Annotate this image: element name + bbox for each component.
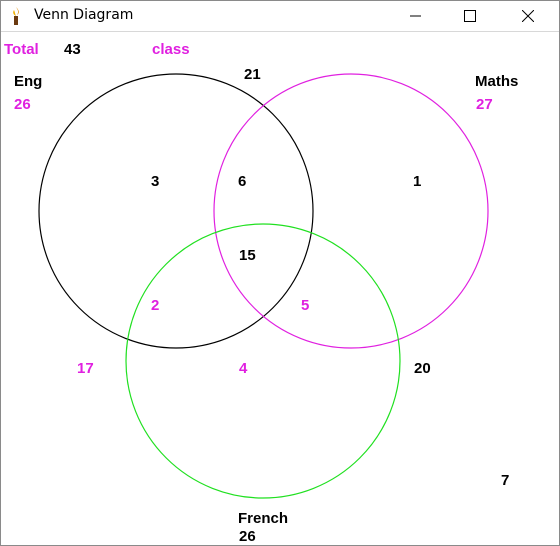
total-value: 43 [64, 41, 81, 58]
region-eng-french: 2 [151, 297, 160, 314]
french-set-count: 26 [239, 528, 256, 545]
eng-circle [38, 73, 314, 349]
region-neither: 7 [501, 472, 510, 489]
minimize-button[interactable] [393, 1, 439, 31]
region-eng-maths: 6 [238, 173, 247, 190]
region-eng-only: 3 [151, 173, 160, 190]
window-title: Venn Diagram [34, 7, 134, 23]
close-icon [522, 10, 534, 22]
maximize-icon [464, 10, 476, 22]
maths-circle [213, 73, 489, 349]
diagram-canvas: Total 43 class Eng 26 Maths 27 French 26… [1, 32, 559, 545]
region-french-only: 4 [239, 360, 248, 377]
region-maths-only: 1 [413, 173, 422, 190]
french-circle [125, 223, 401, 499]
maths-set-name: Maths [475, 73, 519, 90]
region-top-outside: 21 [244, 66, 261, 83]
region-maths-french: 5 [301, 297, 310, 314]
close-button[interactable] [505, 1, 551, 31]
venn-circles [38, 73, 489, 499]
region-right-outside: 20 [414, 360, 431, 377]
eng-set-name: Eng [14, 73, 43, 90]
title-bar[interactable]: Venn Diagram [1, 1, 559, 32]
class-label: class [152, 41, 190, 58]
maximize-button[interactable] [447, 1, 493, 31]
french-set-name: French [238, 510, 289, 527]
torch-app-icon [13, 7, 19, 25]
region-left-outside: 17 [77, 360, 94, 377]
maths-set-count: 27 [476, 96, 493, 113]
minimize-icon [410, 15, 421, 17]
region-all-three: 15 [239, 247, 256, 264]
eng-set-count: 26 [14, 96, 31, 113]
total-label: Total [4, 41, 39, 58]
